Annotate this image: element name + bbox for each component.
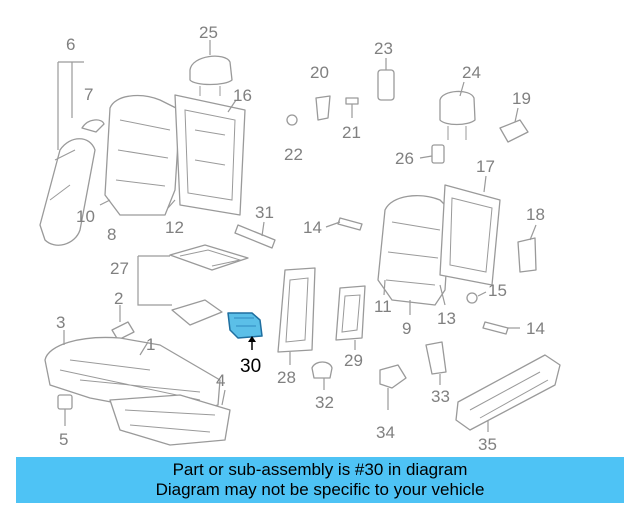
part-9-seat-back-right — [377, 195, 451, 306]
callout-21: 21 — [342, 123, 361, 142]
info-banner: Part or sub-assembly is #30 in diagram D… — [16, 457, 624, 503]
callout-15: 15 — [488, 281, 507, 300]
part-2-clip — [111, 321, 135, 341]
banner-line-1: Part or sub-assembly is #30 in diagram — [172, 460, 468, 479]
callout-9: 9 — [402, 319, 411, 338]
callout-12: 12 — [165, 218, 184, 237]
part-35-support — [455, 354, 561, 431]
part-22-washer — [286, 114, 298, 126]
part-34-bracket — [379, 364, 407, 410]
part-24-headrest — [439, 90, 476, 140]
part-25-headrest — [189, 55, 233, 96]
part-23 — [377, 69, 395, 101]
callout-17: 17 — [476, 157, 495, 176]
part-17-seat-back-frame-right — [439, 184, 501, 286]
callout-24: 24 — [462, 63, 481, 82]
part-26-bolt — [431, 144, 445, 164]
callout-1: 1 — [146, 335, 155, 354]
callout-16: 16 — [233, 86, 252, 105]
callout-6: 6 — [66, 35, 75, 54]
part-32 — [311, 361, 333, 379]
callout-2: 2 — [114, 289, 123, 308]
callout-27: 27 — [110, 259, 129, 278]
callout-28: 28 — [277, 368, 296, 387]
parts-diagram: 6 7 25 16 23 20 24 19 21 22 26 17 10 8 1… — [39, 23, 561, 454]
callout-31: 31 — [255, 203, 274, 222]
part-27-heater-pad-lower — [171, 299, 223, 326]
callout-25: 25 — [199, 23, 218, 42]
callout-14-upper: 14 — [303, 218, 322, 237]
part-30-highlighted — [227, 312, 263, 339]
part-31-strip — [234, 224, 276, 249]
callout-3: 3 — [56, 313, 65, 332]
part-6-side-bolster — [39, 138, 96, 246]
callout-10: 10 — [76, 207, 95, 226]
callout-22: 22 — [284, 145, 303, 164]
callout-35: 35 — [478, 435, 497, 454]
part-29-frame — [335, 285, 366, 341]
callout-8: 8 — [107, 225, 116, 244]
part-4-cushion-frame — [109, 394, 231, 446]
callout-32: 32 — [315, 393, 334, 412]
callout-33: 33 — [431, 387, 450, 406]
callout-23: 23 — [374, 39, 393, 58]
part-5-clip — [57, 394, 73, 410]
callout-18: 18 — [526, 205, 545, 224]
part-20 — [315, 95, 331, 121]
callout-14-lower: 14 — [526, 319, 545, 338]
part-27-heater-pad — [169, 244, 249, 271]
callout-13: 13 — [437, 309, 456, 328]
callout-11: 11 — [374, 297, 392, 316]
callout-4: 4 — [216, 371, 225, 390]
callout-5: 5 — [59, 430, 68, 449]
part-7-clip — [81, 119, 105, 133]
callout-19: 19 — [512, 89, 531, 108]
callout-7: 7 — [84, 85, 93, 104]
callout-30-highlighted: 30 — [240, 356, 261, 377]
part-19 — [499, 119, 529, 143]
part-18 — [517, 237, 537, 273]
callout-29: 29 — [344, 351, 363, 370]
callout-26: 26 — [395, 149, 414, 168]
part-21-bolt — [345, 97, 359, 118]
part-16-seat-back-frame — [174, 94, 246, 216]
part-8-seat-back — [104, 94, 181, 216]
part-14-bolt-upper — [337, 217, 363, 231]
part-14-bolt-lower — [482, 321, 509, 335]
part-28-frame — [277, 267, 316, 353]
part-33 — [425, 341, 447, 375]
banner-line-2: Diagram may not be specific to your vehi… — [155, 480, 485, 499]
callout-34: 34 — [376, 423, 395, 442]
callout-20: 20 — [310, 63, 329, 82]
part-15-nut — [466, 292, 478, 304]
